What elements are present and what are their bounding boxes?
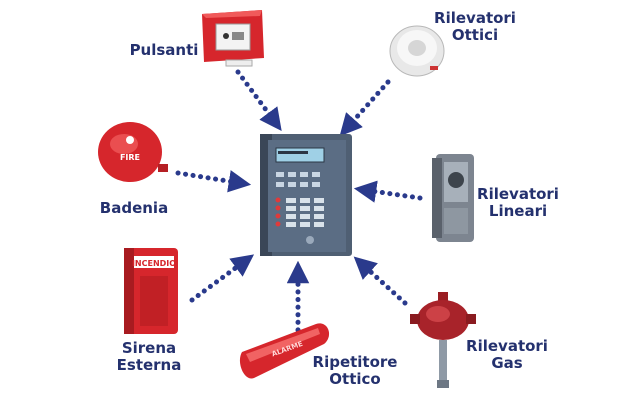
label-rilevatori-ottici: Rilevatori Ottici: [434, 9, 516, 44]
arrow-pulsanti: [235, 69, 282, 132]
label-badenia: Badenia: [99, 199, 169, 217]
smoke-detector-icon: [389, 25, 445, 77]
repeater-light-icon: ALARME: [239, 323, 330, 379]
label-rilevatori-gas: Rilevatori Gas: [466, 337, 548, 372]
control-panel-icon: [260, 134, 352, 256]
label-ripetitore-ottico: Ripetitore Ottico: [312, 353, 398, 388]
arrow-rilevatori-gas: [353, 256, 408, 306]
label-pulsanti: Pulsanti: [129, 41, 199, 59]
siren-box-icon: INCENDIO: [124, 248, 178, 334]
manual-call-point-icon: [202, 10, 264, 67]
arrow-badenia: [175, 170, 252, 193]
siren-text: INCENDIO: [132, 259, 176, 268]
beam-detector-icon: [432, 154, 474, 242]
arrow-rilevatori-lineari: [353, 180, 423, 203]
gas-detector-icon: [410, 292, 476, 388]
arrow-sirena-esterna: [189, 254, 255, 303]
label-sirena-esterna: Sirena Esterna: [116, 339, 182, 374]
fire-bell-icon: FIRE: [98, 122, 168, 182]
bell-text: FIRE: [120, 153, 140, 162]
label-rilevatori-lineari: Rilevatori Lineari: [477, 185, 559, 220]
arrow-rilevatori-ottici: [339, 79, 391, 137]
